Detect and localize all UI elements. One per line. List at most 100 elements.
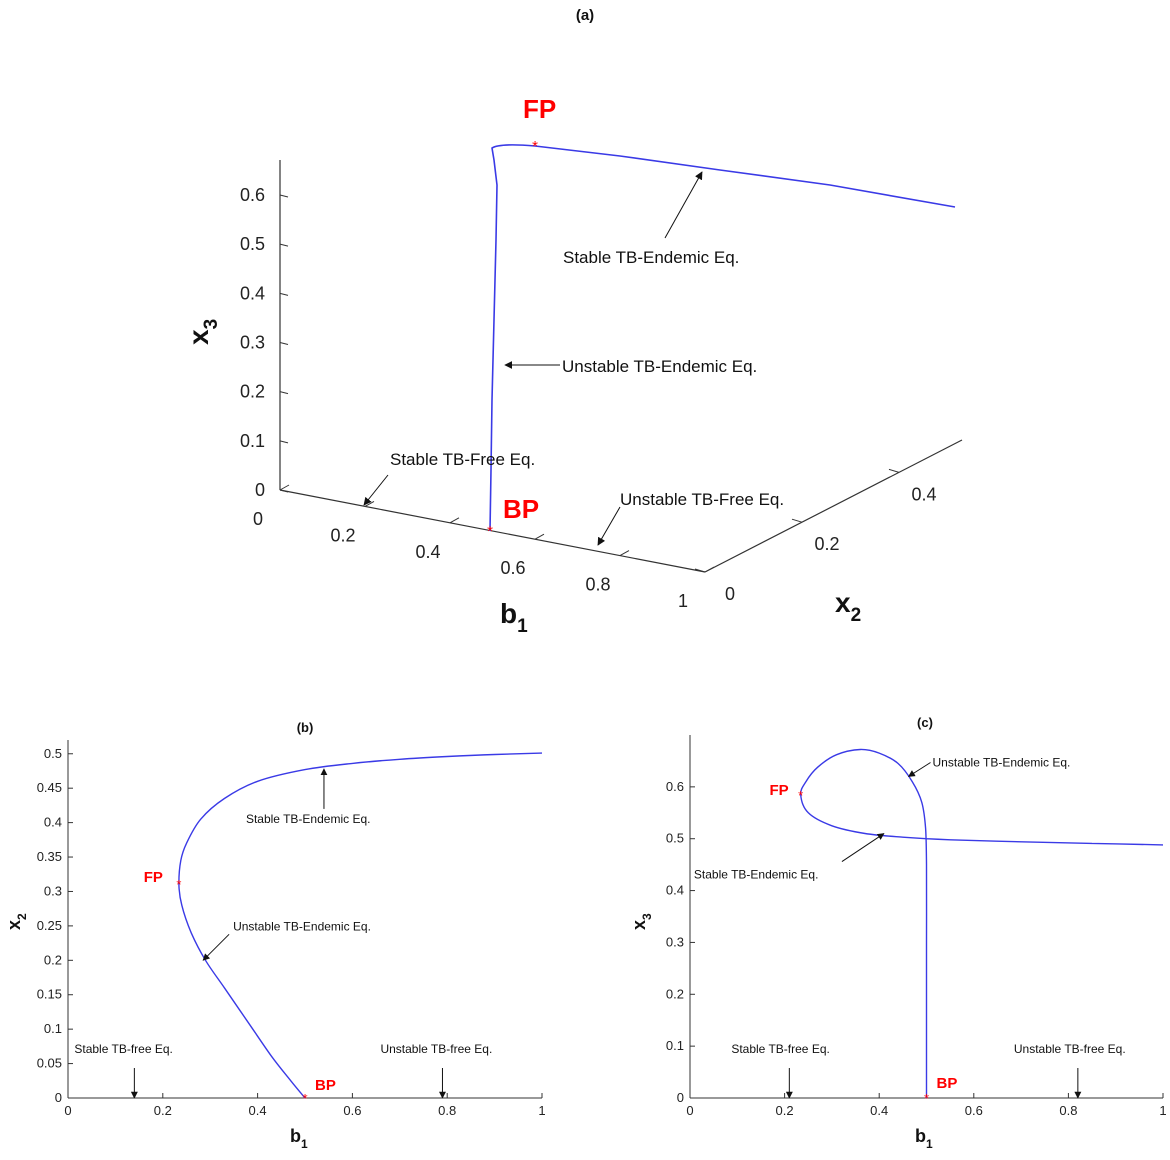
panel-a-b1-tick-label: 0 <box>253 509 263 529</box>
c-annotation-arrow <box>841 833 885 862</box>
panel-b-annotations: Stable TB-Endemic Eq. Unstable TB-Endemic… <box>74 768 492 1099</box>
panel-a-fp-point: * <box>532 138 538 155</box>
panel-b-special-points: *BP*FP <box>144 869 336 1106</box>
b-y-tick-label: 0.15 <box>37 987 62 1002</box>
panel-a-b1-tick-label: 0.2 <box>330 525 355 545</box>
c-fp-label: FP <box>770 782 789 799</box>
b-y-tick-label: 0 <box>55 1090 62 1105</box>
panel-c: (c) 0 0.2 0.4 0.6 0.8 1 0 0.1 0.2 0.3 0.4 0.5 0.6 * B… <box>629 715 1167 1151</box>
b-y-tick-label: 0.3 <box>44 883 62 898</box>
panel-a-b1-tick-label: 1 <box>678 591 688 611</box>
c-annotation-arrow <box>907 762 931 777</box>
panel-a-x3-tick-label: 0 <box>255 480 265 500</box>
panel-a-ann-stable-endemic: Stable TB-Endemic Eq. <box>563 248 739 267</box>
panel-c-ticks: 0 0.2 0.4 0.6 0.8 1 0 0.1 0.2 0.3 0.4 0.5 0.6 <box>666 779 1167 1118</box>
panel-a-x3-tick-label: 0.6 <box>240 185 265 205</box>
panel-a-fp-label: FP <box>523 94 556 124</box>
panel-b-equilibrium-curve <box>178 752 543 1099</box>
c-y-tick-label: 0.1 <box>666 1038 684 1053</box>
panel-a-x3-tick-label: 0.4 <box>240 283 265 303</box>
b-y-tick-label: 0.45 <box>37 780 62 795</box>
b-y-tick-label: 0.1 <box>44 1021 62 1036</box>
c-y-tick-label: 0.6 <box>666 779 684 794</box>
panel-a-x3-tick <box>279 489 289 493</box>
panel-a-b1-tick <box>619 550 630 557</box>
c-annotation-label: Stable TB-free Eq. <box>731 1042 830 1056</box>
panel-a-b1-tick <box>534 533 545 540</box>
svg-text:*: * <box>487 523 493 540</box>
c-annotation-label: Stable TB-Endemic Eq. <box>694 868 819 882</box>
b-x-tick-label: 0 <box>64 1103 71 1118</box>
panel-c-ylabel: x3 <box>629 913 654 930</box>
b-annotation-label: Unstable TB-Endemic Eq. <box>233 919 371 933</box>
b-annotation-label: Unstable TB-free Eq. <box>380 1042 492 1056</box>
panel-a-x3-tick <box>279 342 289 345</box>
b-y-tick-label: 0.05 <box>37 1056 62 1071</box>
panel-a-b1-tick-label: 0.6 <box>500 558 525 578</box>
c-y-tick-label: 0.5 <box>666 831 684 846</box>
panel-a-x2-tick-label: 0.2 <box>814 534 839 554</box>
panel-a-equilibrium-curve <box>489 144 956 532</box>
c-x-tick-label: 0.4 <box>870 1103 888 1118</box>
b-y-tick-label: 0.4 <box>44 815 62 830</box>
panel-a-ann-unstable-free: Unstable TB-Free Eq. <box>620 490 784 509</box>
b-fp-marker: * <box>176 877 181 892</box>
panel-c-title: (c) <box>917 715 933 730</box>
panel-a-x2-tick <box>791 518 803 523</box>
c-x-tick-label: 0.6 <box>965 1103 983 1118</box>
c-x-tick-label: 0.8 <box>1059 1103 1077 1118</box>
c-bp-marker: * <box>924 1091 929 1106</box>
b-x-tick-label: 0.8 <box>438 1103 456 1118</box>
panel-a-x2-tick-label: 0.4 <box>911 484 936 504</box>
panel-a-b1-tick <box>449 517 460 524</box>
b-y-tick-label: 0.35 <box>37 849 62 864</box>
panel-b-ticks: 0 0.2 0.4 0.6 0.8 1 0 0.05 0.1 0.15 0.2 0.25 0.3 0.35… <box>37 746 546 1118</box>
panel-c-xlabel: b1 <box>915 1126 933 1151</box>
c-y-tick-label: 0 <box>677 1090 684 1105</box>
panel-a-b1-tick-label: 0.4 <box>415 542 440 562</box>
panel-a-x2-label: x2 <box>835 587 861 626</box>
b-x-tick-label: 0.4 <box>249 1103 267 1118</box>
b-bp-label: BP <box>315 1077 336 1094</box>
panel-a-x2-tick <box>694 568 706 573</box>
b-y-tick-label: 0.5 <box>44 746 62 761</box>
panel-a-x3-tick-label: 0.1 <box>240 431 265 451</box>
panel-b-xlabel: b1 <box>290 1126 308 1151</box>
panel-a-ann-unstable-endemic: Unstable TB-Endemic Eq. <box>562 357 757 376</box>
c-x-tick-label: 1 <box>1159 1103 1166 1118</box>
c-x-tick-label: 0 <box>686 1103 693 1118</box>
panel-a-x3-tick <box>279 440 289 444</box>
c-y-tick-label: 0.2 <box>666 986 684 1001</box>
b-x-tick-label: 0.6 <box>343 1103 361 1118</box>
panel-a-x3-tick-label: 0.5 <box>240 234 265 254</box>
panel-a-ann-stable-free: Stable TB-Free Eq. <box>390 450 535 469</box>
panel-a-b1-tick <box>704 566 715 573</box>
panel-a-b1-label: b1 <box>500 598 528 637</box>
panel-a-x2-tick <box>888 468 900 473</box>
svg-text:*: * <box>532 138 538 155</box>
b-x-tick-label: 1 <box>538 1103 545 1118</box>
b-annotation-label: Stable TB-Endemic Eq. <box>246 812 371 826</box>
b-x-tick-label: 0.2 <box>154 1103 172 1118</box>
panel-a-bp-label: BP <box>503 494 539 524</box>
panel-a-x3-tick <box>279 243 289 247</box>
c-bp-label: BP <box>937 1075 958 1092</box>
panel-a-x3-tick <box>279 292 289 296</box>
panel-c-annotations: Unstable TB-Endemic Eq. Stable TB-Endemic… <box>694 755 1126 1099</box>
panel-a-x2-axis <box>704 439 963 573</box>
c-annotation-label: Unstable TB-free Eq. <box>1014 1042 1126 1056</box>
b-y-tick-label: 0.25 <box>37 918 62 933</box>
panel-a-b1-tick <box>279 484 290 491</box>
c-y-tick-label: 0.4 <box>666 883 684 898</box>
panel-a-b1-tick-label: 0.8 <box>585 575 610 595</box>
panel-a-title: (a) <box>576 7 594 24</box>
c-x-tick-label: 0.2 <box>776 1103 794 1118</box>
c-y-tick-label: 0.3 <box>666 934 684 949</box>
b-annotation-arrow <box>202 933 230 961</box>
c-annotation-label: Unstable TB-Endemic Eq. <box>933 755 1071 769</box>
b-y-tick-label: 0.2 <box>44 952 62 967</box>
panel-a-b1-axis <box>279 489 706 573</box>
